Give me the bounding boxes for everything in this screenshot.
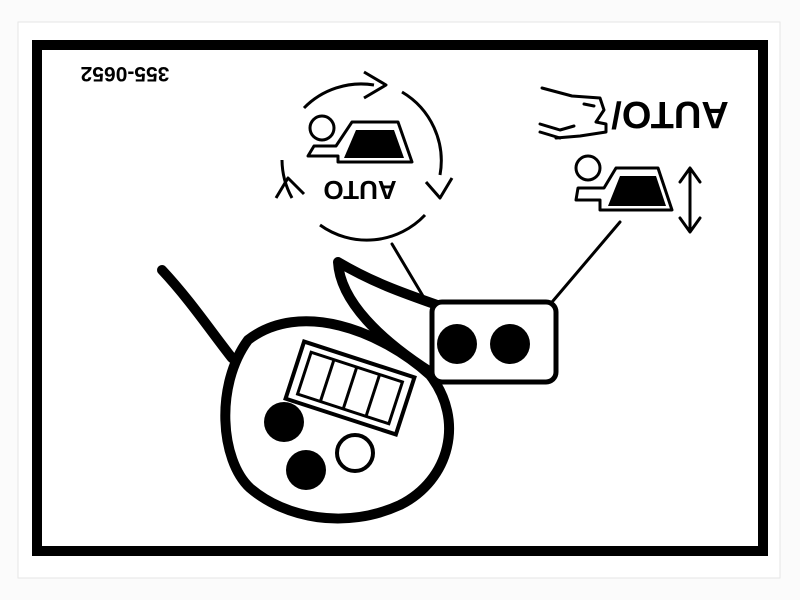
pendant-button-dark-1	[264, 402, 304, 442]
auto-manual-button	[490, 324, 530, 364]
double-arrow-icon	[678, 166, 702, 234]
pendant-display	[283, 339, 417, 437]
pendant-cable	[157, 265, 237, 363]
auto-cycle-text: AUTO	[323, 175, 396, 205]
label-border	[32, 40, 768, 556]
circular-arrows-icon	[274, 70, 454, 242]
button-panel	[429, 299, 559, 385]
pendant-button-light	[335, 433, 375, 473]
machine-icon	[574, 154, 674, 212]
pendant-button-dark-2	[286, 450, 326, 490]
part-number-group: 355-0652	[81, 62, 170, 85]
hand-icon	[538, 86, 608, 140]
auto-manual-icon: AUTO/	[538, 86, 729, 234]
machine-icon	[306, 114, 414, 164]
auto-cycle-icon: AUTO	[274, 70, 454, 242]
auto-cycle-text-group: AUTO	[323, 175, 396, 205]
pendant-remote	[157, 257, 455, 524]
auto-cycle-button	[437, 324, 477, 364]
auto-manual-text-group: AUTO/	[611, 93, 729, 135]
auto-manual-text: AUTO/	[611, 93, 729, 135]
part-number: 355-0652	[81, 62, 170, 85]
